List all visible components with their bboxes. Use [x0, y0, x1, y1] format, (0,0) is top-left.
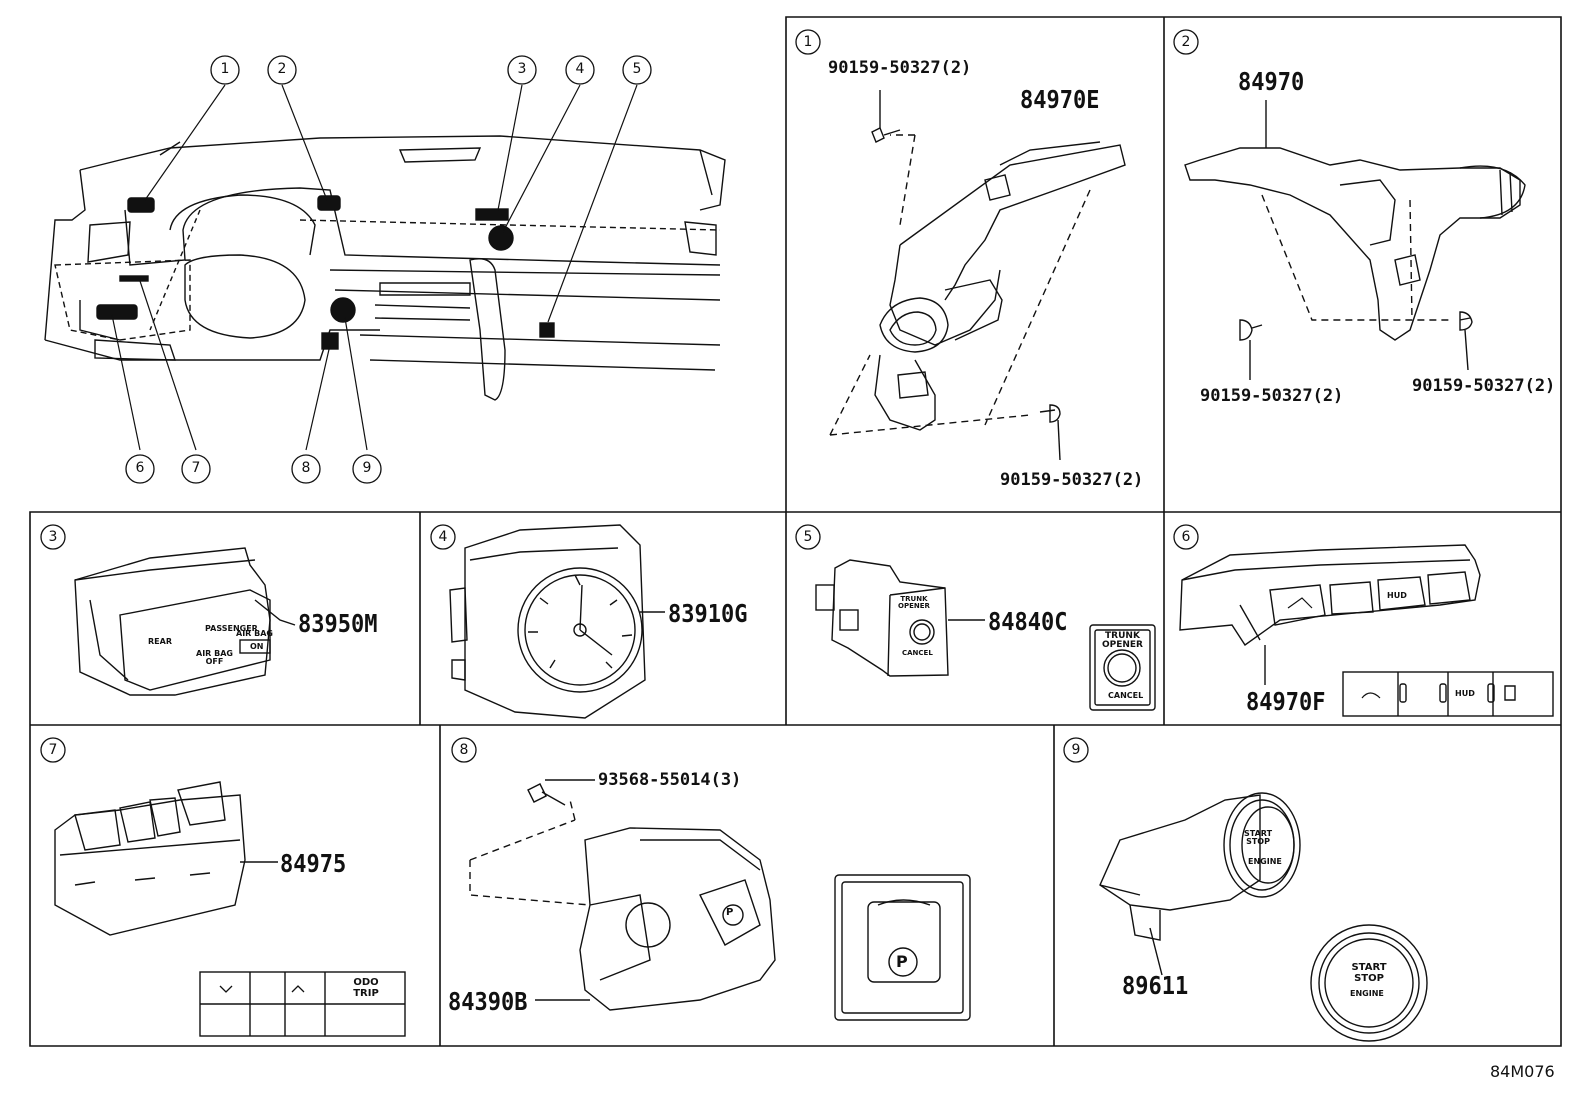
airbag-rear-label: REAR — [148, 637, 172, 646]
parking-p-small: P — [726, 907, 734, 918]
part-label-89611: 89611 — [1122, 972, 1189, 1001]
callout-5: 5 — [632, 61, 642, 77]
cancel-small-label: CANCEL — [902, 649, 933, 657]
part-84970F-drawing — [1179, 544, 1554, 717]
airbag-on-label-1: AIR BAG — [236, 629, 273, 638]
panel-number-4: 4 — [438, 529, 448, 545]
bolt-label-93568: 93568-55014(3) — [598, 770, 742, 790]
part-label-84970F: 84970F — [1246, 688, 1326, 717]
panel-number-8: 8 — [459, 742, 469, 758]
frame-lines — [29, 16, 1562, 1047]
trunk-opener-face-label: TRUNK OPENER — [1101, 631, 1143, 651]
part-84975-drawing — [54, 781, 406, 1037]
part-label-84840C: 84840C — [988, 608, 1068, 637]
hud-button-label: HUD — [1387, 591, 1407, 600]
part-label-84390B: 84390B — [448, 988, 528, 1017]
panel-number-6: 6 — [1181, 529, 1191, 545]
callout-6: 6 — [135, 460, 145, 476]
engine-face: ENGINE — [1350, 989, 1384, 998]
callout-8: 8 — [301, 460, 311, 476]
bolt-label-p1-top: 90159-50327(2) — [828, 58, 972, 78]
panel-number-1: 1 — [803, 34, 813, 50]
callout-7: 7 — [191, 460, 201, 476]
part-label-83950M: 83950M — [298, 610, 378, 639]
part-label-84975: 84975 — [280, 850, 347, 879]
trunk-opener-small-label: TRUNK OPENER — [898, 595, 930, 610]
panel-number-7: 7 — [48, 742, 58, 758]
part-84840C-drawing — [815, 559, 1156, 711]
airbag-off-label: AIR BAG OFF — [196, 649, 233, 666]
part-label-83910G: 83910G — [668, 600, 748, 629]
airbag-passenger-label: PASSENGER — [205, 624, 258, 633]
callout-9: 9 — [362, 460, 372, 476]
panel-number-3: 3 — [48, 529, 58, 545]
start-stop-face: START STOP — [1351, 962, 1387, 984]
part-84970-drawing — [1184, 100, 1526, 380]
bolt-label-p2-right: 90159-50327(2) — [1412, 376, 1556, 396]
engine-small: ENGINE — [1248, 857, 1282, 866]
cancel-face-label: CANCEL — [1108, 691, 1144, 700]
panel-number-2: 2 — [1181, 34, 1191, 50]
part-89611-drawing — [1099, 792, 1428, 1042]
part-label-84970E: 84970E — [1020, 86, 1100, 115]
hud-face-label: HUD — [1455, 689, 1475, 698]
odo-trip-label: ODO TRIP — [353, 977, 379, 999]
part-84390B-drawing — [469, 779, 971, 1021]
bolt-label-p2-left: 90159-50327(2) — [1200, 386, 1344, 406]
start-stop-small: START STOP — [1244, 829, 1273, 846]
parking-p-face: P — [896, 952, 908, 971]
part-label-84970: 84970 — [1238, 68, 1305, 97]
part-83910G-drawing — [449, 524, 665, 719]
part-83950M-drawing — [74, 547, 296, 696]
bolt-label-p1-bottom: 90159-50327(2) — [1000, 470, 1144, 490]
dashboard-drawing — [44, 84, 726, 451]
panel-number-9: 9 — [1071, 742, 1081, 758]
diagram-code: 84M076 — [1490, 1062, 1555, 1081]
callout-3: 3 — [517, 61, 527, 77]
airbag-on-label-2: ON — [250, 642, 264, 651]
panel-number-5: 5 — [803, 529, 813, 545]
callout-4: 4 — [575, 61, 585, 77]
callout-1: 1 — [220, 61, 230, 77]
callout-2: 2 — [277, 61, 287, 77]
part-84970E-drawing — [829, 90, 1126, 461]
